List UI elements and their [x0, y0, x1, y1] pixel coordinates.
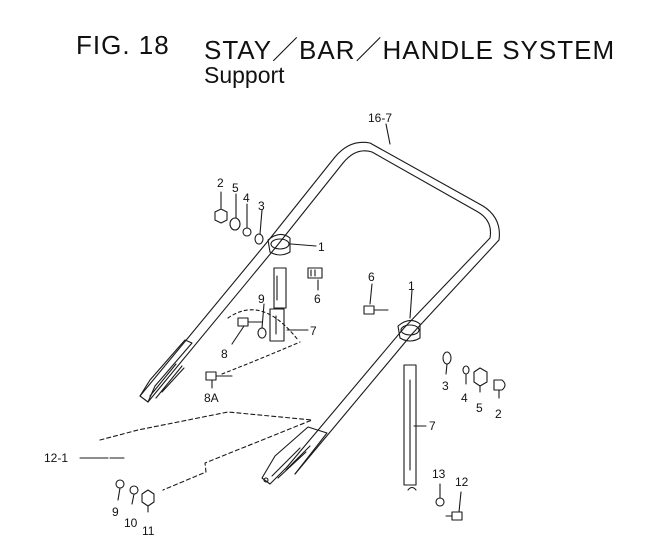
callout-16-7: 16-7: [368, 111, 392, 125]
callout-7: 7: [310, 324, 317, 338]
callout-2-right: 2: [495, 407, 502, 421]
handle-bar: [139, 141, 500, 485]
callout-5: 5: [232, 181, 239, 195]
cable-routing: [99, 411, 313, 507]
callout-1: 1: [318, 240, 325, 254]
callout-9: 9: [258, 292, 265, 306]
callout-2: 2: [217, 176, 224, 190]
figure-header: FIG. 18 STAY／BAR／HANDLE SYSTEM Support: [0, 0, 670, 100]
callout-10: 10: [124, 516, 138, 530]
callout-13: 13: [432, 467, 446, 481]
callout-8: 8: [221, 347, 228, 361]
callout-4-right: 4: [461, 391, 468, 405]
callout-3-right: 3: [442, 379, 449, 393]
leader-lines: [79, 123, 500, 513]
right-bracket-assembly: [397, 319, 421, 491]
callout-8a: 8A: [204, 391, 219, 405]
callout-11: 11: [142, 524, 155, 538]
callout-6: 6: [314, 292, 321, 306]
figure-number: FIG. 18: [76, 30, 170, 60]
figure-subtitle: Support: [204, 62, 285, 88]
callout-1-right: 1: [408, 279, 415, 293]
callout-5-right: 5: [476, 401, 483, 415]
callout-7-right: 7: [429, 419, 436, 433]
left-bracket-assembly: [267, 233, 291, 342]
callout-6-right: 6: [368, 270, 375, 284]
callout-12-1: 12-1: [44, 451, 68, 465]
callout-3: 3: [258, 199, 265, 213]
callout-12: 12: [455, 475, 469, 489]
right-hardware-stack: [363, 305, 506, 521]
callout-labels: 16-7 2 5 4 3 1 6 9 7 8 8A 6 1 3 4 5 2 7 …: [44, 111, 502, 538]
callout-4: 4: [243, 191, 250, 205]
callout-9-lower: 9: [112, 505, 119, 519]
figure-title: STAY／BAR／HANDLE SYSTEM: [204, 35, 616, 65]
